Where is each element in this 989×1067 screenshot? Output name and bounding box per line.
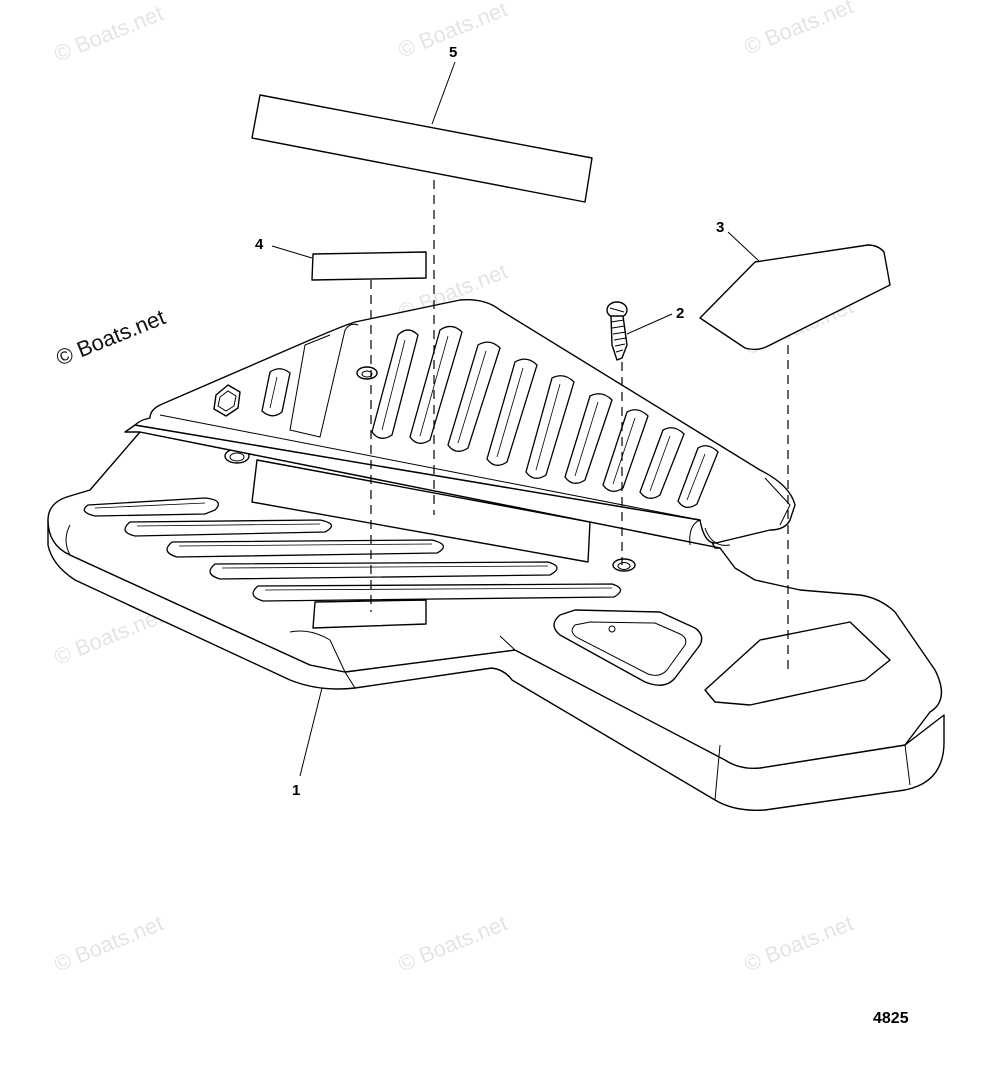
part-5-large-decal (251, 94, 593, 203)
grille-edge (764, 477, 791, 526)
cutout-inner (571, 621, 687, 676)
base-slot-inner (94, 502, 206, 509)
base-triangular-cutout (553, 609, 703, 686)
grille-edge (159, 414, 701, 521)
louvre-slot (525, 375, 575, 479)
watermark: © Boats.net (51, 910, 167, 976)
grille-ridge (344, 323, 359, 331)
callout-3: 3 (716, 219, 724, 236)
corner-bevel (344, 671, 356, 689)
corner-bevel (499, 635, 516, 651)
cutout-hole (608, 625, 616, 633)
louvre-inner (535, 383, 561, 471)
louvre-inner (649, 435, 671, 492)
corner-bevel (714, 744, 721, 801)
louvre-slot (409, 325, 463, 444)
base-label-recess-small (312, 599, 427, 629)
callout-5: 5 (449, 44, 457, 61)
base-slot-inner (136, 523, 321, 527)
watermark: © Boats.net (741, 0, 857, 60)
watermark-dark: © Boats.net (53, 304, 169, 370)
louvre-slot (486, 358, 538, 466)
louvre-slot (677, 445, 719, 508)
louvre-inner (496, 367, 524, 458)
base-slots (83, 497, 622, 602)
grille-louvres (261, 325, 719, 508)
grille-hex-boss-inner (217, 390, 237, 412)
grille-ridge (289, 329, 346, 438)
base-mount-hole-inner (617, 562, 631, 570)
leader-line-1 (299, 687, 323, 777)
part-3-corner-decal (699, 244, 891, 351)
base-slot-inner (221, 565, 549, 569)
louvre-slot (602, 409, 649, 492)
louvre-inner (574, 401, 599, 477)
louvre-slot (371, 329, 419, 439)
screw-thread (610, 319, 627, 353)
corner-bevel (904, 744, 911, 786)
figure-number: 4825 (873, 1010, 909, 1027)
corner-bevel (65, 524, 71, 556)
leader-line-5 (431, 61, 456, 125)
louvre-inner (686, 453, 706, 501)
part-4-small-decal (311, 251, 427, 281)
base-side-face (47, 519, 945, 811)
callout-1: 1 (292, 782, 300, 799)
watermark: © Boats.net (741, 910, 857, 976)
louvre-inner (419, 335, 449, 437)
grille-edge (689, 519, 701, 546)
louvre-inner (269, 376, 278, 409)
louvre-inner (612, 417, 636, 485)
louvre-slot (447, 341, 501, 452)
leader-line-3 (727, 231, 761, 263)
part-2-screw (606, 301, 628, 361)
part-1-base-plate (47, 431, 945, 811)
louvre-inner (381, 339, 406, 431)
corner-bevel (289, 630, 346, 673)
watermark: © Boats.net (395, 910, 511, 976)
grille-hole (356, 366, 378, 380)
base-slot-inner (264, 587, 613, 591)
leader-line-2 (626, 313, 673, 335)
grille-edge (704, 527, 731, 546)
grille-hex-boss (213, 384, 241, 417)
raised-grille (124, 299, 796, 549)
watermark: © Boats.net (51, 0, 167, 66)
louvre-inner (457, 350, 487, 444)
base-slot-inner (178, 543, 433, 547)
base-slot (83, 497, 219, 517)
screw-slot (609, 307, 625, 313)
callout-2: 2 (676, 305, 684, 322)
callouts: 5 4 3 2 1 (255, 44, 724, 799)
base-mount-hole-inner (229, 452, 245, 462)
louvre-slot (639, 427, 685, 499)
screw-shank (610, 315, 628, 361)
base-slot (124, 519, 332, 537)
leader-line-4 (271, 245, 313, 259)
assembly-lines (370, 180, 789, 675)
louvre-slot (564, 393, 613, 484)
leader-lines (271, 61, 761, 777)
louvre-slot (261, 368, 291, 417)
base-decal-recess (704, 621, 891, 706)
callout-4: 4 (255, 236, 264, 253)
grille-hole-inner (361, 370, 373, 378)
base-label-recess-large (251, 459, 591, 563)
